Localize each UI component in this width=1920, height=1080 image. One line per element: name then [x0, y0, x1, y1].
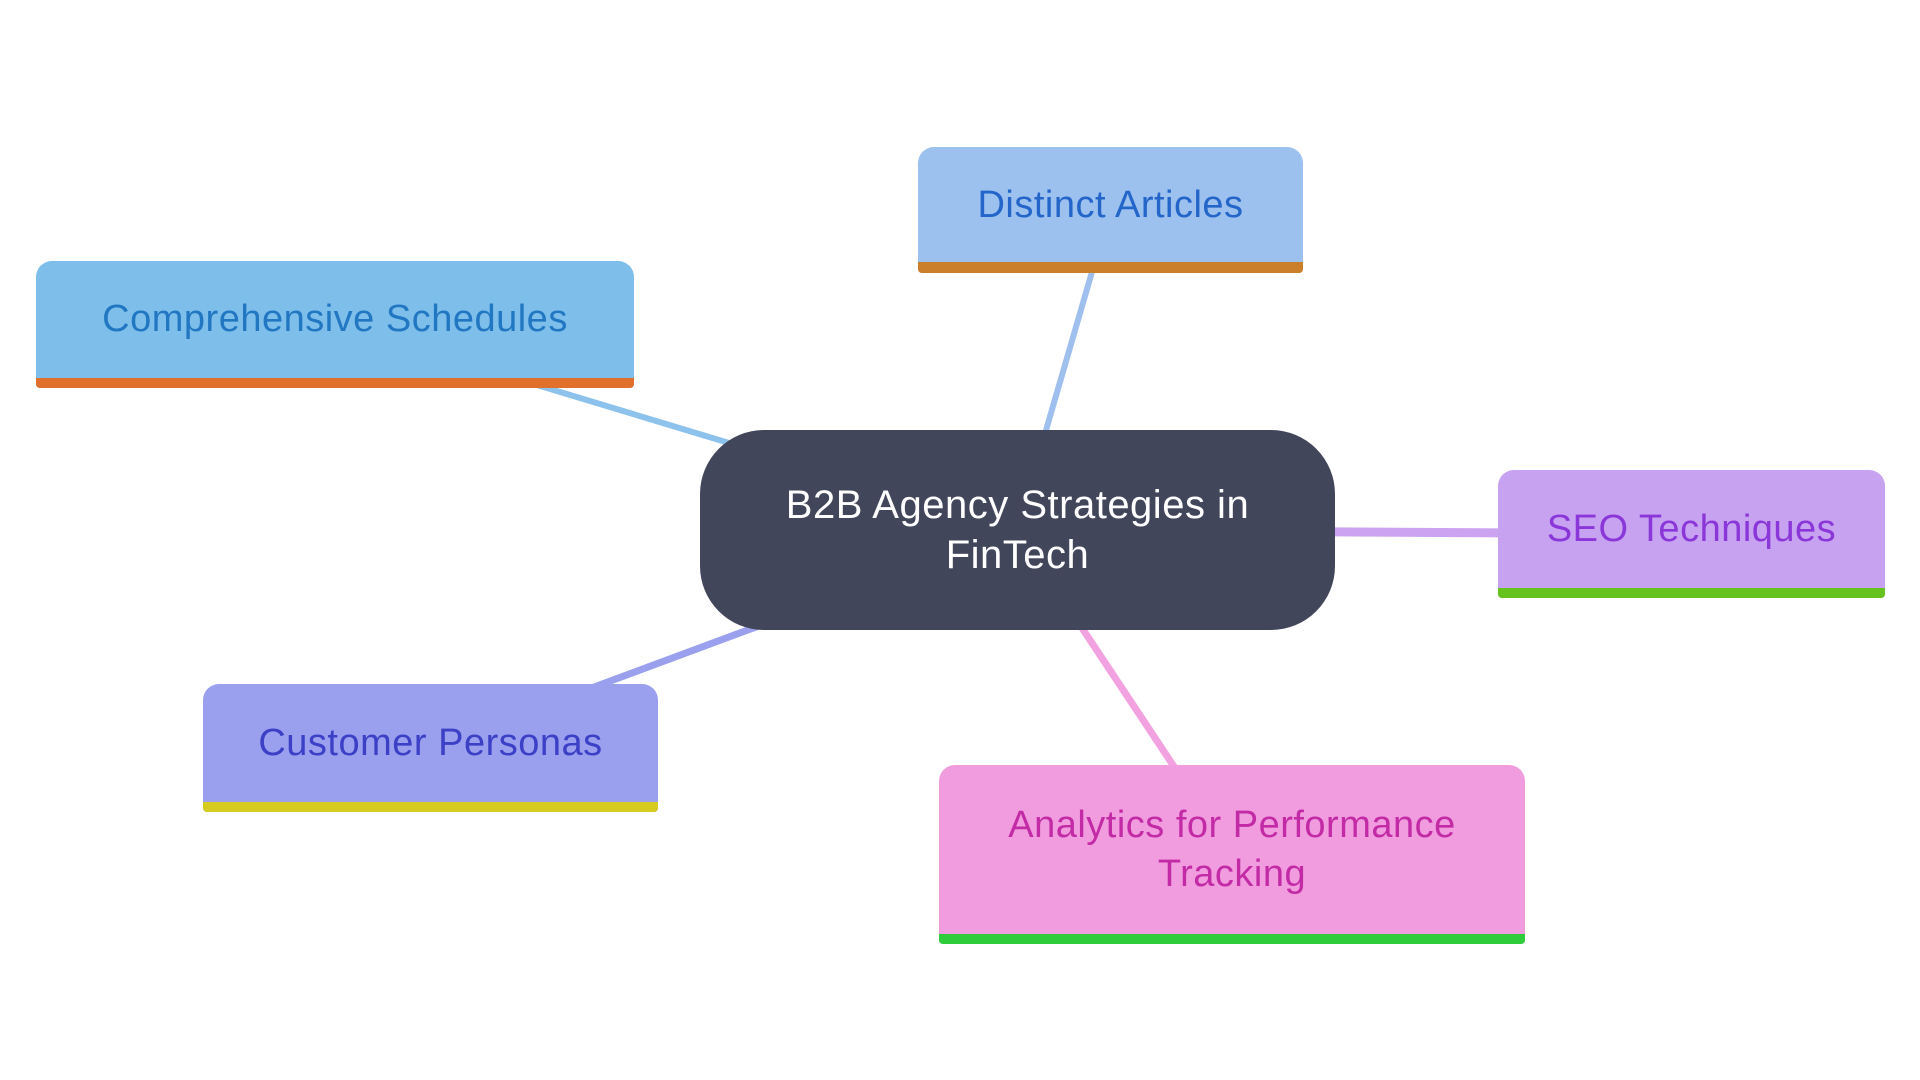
node-comprehensive-schedules[interactable]: Comprehensive Schedules	[36, 261, 634, 388]
node-underline	[203, 802, 658, 812]
node-label: Customer Personas	[258, 721, 603, 764]
node-distinct-articles[interactable]: Distinct Articles	[918, 147, 1303, 273]
node-customer-personas[interactable]: Customer Personas	[203, 684, 658, 812]
central-node[interactable]: B2B Agency Strategies in FinTech	[700, 430, 1335, 630]
node-label: Analytics for Performance Tracking	[1008, 803, 1456, 895]
node-label: Distinct Articles	[977, 183, 1244, 226]
node-underline	[1498, 588, 1885, 598]
node-label: Comprehensive Schedules	[102, 298, 568, 341]
node-analytics-performance-tracking[interactable]: Analytics for Performance Tracking	[939, 765, 1525, 944]
central-node-label: B2B Agency Strategies in FinTech	[785, 483, 1250, 577]
node-label: SEO Techniques	[1546, 507, 1837, 550]
node-seo-techniques[interactable]: SEO Techniques	[1498, 470, 1885, 598]
node-underline	[36, 378, 634, 388]
node-underline	[918, 262, 1303, 273]
node-underline	[939, 934, 1525, 944]
